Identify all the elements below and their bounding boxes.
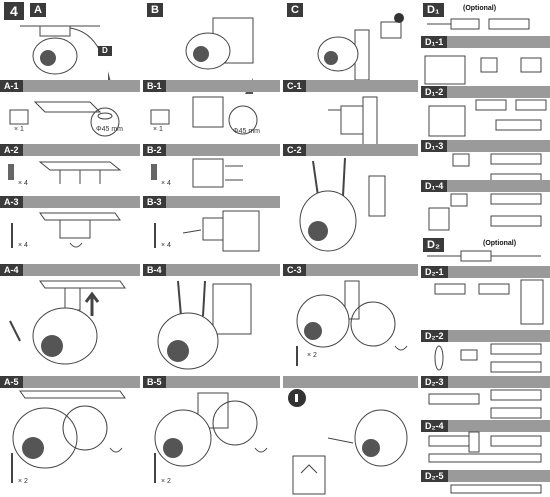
cable-connector-illustration <box>427 18 530 30</box>
column-c: C C-1 C-2 C-3 <box>283 0 418 497</box>
disposal-illustration <box>288 389 408 495</box>
pole-mount-illustration <box>299 157 386 252</box>
d1-3-header: D₁-3 <box>421 140 550 152</box>
d2-2-illustration <box>434 343 542 373</box>
a3-quantity: × 4 <box>18 242 28 249</box>
d2-3-header: D₂-3 <box>421 376 550 388</box>
d2-cable-illustration <box>427 250 541 262</box>
b1-header: B-1 <box>143 80 280 92</box>
attach-camera-illustration <box>9 280 126 365</box>
d2-optional: (Optional) <box>483 240 517 247</box>
pole-secure-illustration <box>296 280 408 366</box>
b5-quantity: × 2 <box>161 478 171 485</box>
b1-quantity: × 1 <box>153 126 163 133</box>
a1-quantity: × 1 <box>14 126 24 133</box>
step-number: 4 <box>4 2 24 20</box>
b2-header: B-2 <box>143 144 280 156</box>
d1-4-illustration <box>428 193 542 231</box>
d1-4-header: D₁-4 <box>421 180 550 192</box>
wall-secure-illustration <box>154 392 268 483</box>
a5-header: A-5 <box>0 376 140 388</box>
d2-4-illustration <box>428 431 542 463</box>
mount-screws-illustration <box>11 212 121 248</box>
d-marker: D <box>98 46 112 56</box>
d2-1-illustration <box>434 279 544 325</box>
anchors-illustration <box>8 161 122 184</box>
d1-1-illustration <box>424 55 542 85</box>
a4-header: A-4 <box>0 264 140 276</box>
column-b: B B-1 × 1 Φ45 mm B-2 × 4 B-3 <box>143 0 280 497</box>
d2-2-header: D₂-2 <box>421 330 550 342</box>
b1-diameter: Φ45 mm <box>233 128 260 135</box>
wall-anchors-illustration <box>151 158 243 188</box>
section-d2-label: D₂ <box>423 238 444 252</box>
secure-screws-illustration <box>11 390 126 483</box>
d1-optional: (Optional) <box>463 5 497 12</box>
a2-quantity: × 4 <box>18 180 28 187</box>
d1-2-header: D₁-2 <box>421 86 550 98</box>
pole-camera-illustration <box>317 13 404 81</box>
column-d1: D₁ (Optional) D₁-1 D₁-2 D₁-3 D₁-4 <box>421 0 550 497</box>
section-a-label: A <box>30 3 46 17</box>
wall-screws-illustration <box>154 210 260 252</box>
c1-header: C-1 <box>283 80 418 92</box>
b3-quantity: × 4 <box>161 242 171 249</box>
column-a: 4 A D A-1 × 1 Φ45 mm A-2 × 4 <box>0 0 140 497</box>
d1-2-illustration <box>428 99 547 137</box>
c3-quantity: × 2 <box>307 352 317 359</box>
b4-header: B-4 <box>143 264 280 276</box>
section-d1-label: D₁ <box>423 3 444 17</box>
section-b-label: B <box>147 3 163 17</box>
d2-5-illustration <box>450 484 542 494</box>
d2-1-header: D₂-1 <box>421 266 550 278</box>
c-info-header <box>283 376 418 388</box>
a2-header: A-2 <box>0 144 140 156</box>
d2-3-illustration <box>428 389 542 419</box>
section-c-label: C <box>287 3 303 17</box>
b2-quantity: × 4 <box>161 180 171 187</box>
d1-1-header: D₁-1 <box>421 36 550 48</box>
b3-header: B-3 <box>143 196 280 208</box>
a1-header: A-1 <box>0 80 140 92</box>
a5-quantity: × 2 <box>18 478 28 485</box>
wall-template-illustration <box>150 96 258 135</box>
d2-4-header: D₂-4 <box>421 420 550 432</box>
c3-header: C-3 <box>283 264 418 276</box>
b5-header: B-5 <box>143 376 280 388</box>
wall-attach-illustration <box>157 280 252 370</box>
a3-header: A-3 <box>0 196 140 208</box>
pole-bracket-illustration <box>328 96 378 146</box>
a1-diameter: Φ45 mm <box>96 126 123 133</box>
drilling-template-illustration <box>9 101 120 137</box>
d2-5-header: D₂-5 <box>421 470 550 482</box>
c2-header: C-2 <box>283 144 418 156</box>
